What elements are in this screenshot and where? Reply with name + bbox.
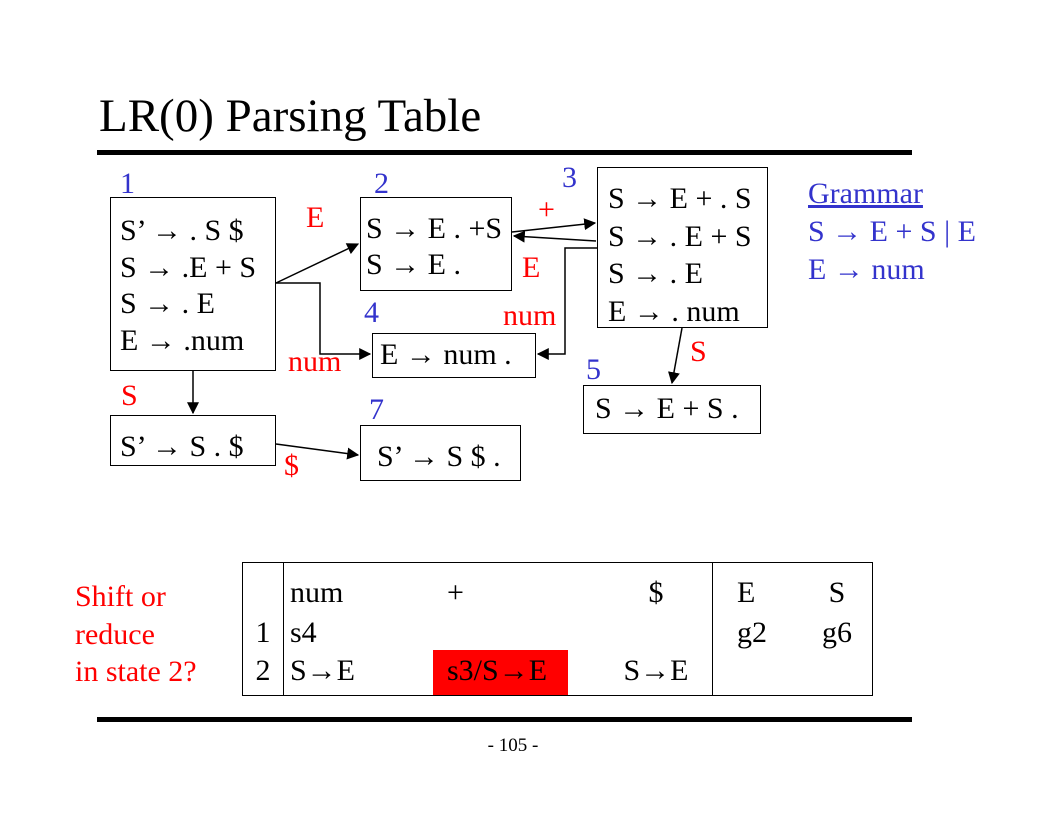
question-line: in state 2? <box>75 655 197 688</box>
parsing-table: num + $ E S 1 s4 g2 g6 2 S→E s3/S→E S→E <box>242 562 873 696</box>
page-number: - 105 - <box>487 735 539 756</box>
grammar-block: Grammar S → E + S | E E → num <box>808 175 976 289</box>
table-header-cell: num <box>290 576 344 609</box>
state-number-7: 7 <box>369 393 384 426</box>
transition-label-3-to-4: num <box>503 299 557 332</box>
conflict-highlight <box>433 650 568 695</box>
transition-arrow-1-to-2 <box>275 243 360 284</box>
table-goto-cell: g2 <box>737 616 767 649</box>
transition-label-6-to-7: $ <box>284 449 299 482</box>
table-goto-cell: g6 <box>822 616 852 649</box>
question-line: reduce <box>75 617 155 651</box>
transition-label-1-to-6: S <box>121 379 138 412</box>
lr-item: S’ → . S $ <box>120 214 244 247</box>
state-box-2: S → E . +S S → E . <box>360 197 512 291</box>
lr-item: S → . E + S <box>608 219 752 253</box>
lr-item: E → . num <box>608 294 740 328</box>
lr-item: S → E . +S <box>366 212 503 245</box>
table-header-cell: + <box>447 576 464 609</box>
lr-item: E → num . <box>380 338 512 371</box>
lr-item: E → .num <box>120 323 245 357</box>
question-text: Shift or reduce in state 2? <box>75 578 197 691</box>
table-action-cell: s4 <box>290 616 317 649</box>
state-box-6: S’ → S . $ <box>110 415 276 466</box>
state-number-3: 3 <box>562 161 577 194</box>
lr-item: S → E + . S <box>608 182 752 215</box>
state-box-7: S’ → S $ . <box>360 425 521 481</box>
lr-item: S’ → S $ . <box>377 440 501 473</box>
transition-arrow-3-to-5 <box>668 327 683 385</box>
lr-item: S → . E <box>608 257 704 290</box>
lr-item: S → E . <box>366 248 462 281</box>
grammar-rule: E → num <box>808 253 925 286</box>
table-state-cell: 2 <box>255 654 271 687</box>
state-box-5: S → E + S . <box>583 385 761 434</box>
state-box-1: S’ → . S $ S → .E + S S → . E E → .num <box>110 197 276 371</box>
lr-item: S → E + S . <box>595 392 739 425</box>
table-divider-state <box>282 563 284 695</box>
footer-divider <box>97 717 912 722</box>
table-header-cell: $ <box>648 576 664 609</box>
slide-title: LR(0) Parsing Table <box>99 90 482 142</box>
state-number-5: 5 <box>586 353 601 386</box>
state-box-4: E → num . <box>372 333 536 378</box>
transition-arrow-3-to-2 <box>512 230 597 243</box>
table-state-cell: 1 <box>255 616 271 649</box>
lr-item: S → . E <box>120 287 216 320</box>
transition-label-1-to-4: num <box>288 345 342 378</box>
grammar-heading: Grammar <box>808 177 923 210</box>
table-header-cell: S <box>828 576 846 609</box>
state-number-2: 2 <box>374 167 389 200</box>
transition-label-2-to-3: + <box>538 193 555 226</box>
lr-item: S → .E + S <box>120 250 257 284</box>
state-number-4: 4 <box>364 296 379 329</box>
grammar-rule: S → E + S | E <box>808 215 976 248</box>
transition-label-3-to-2: E <box>522 251 541 284</box>
table-conflict-cell: s3/S→E <box>447 654 548 687</box>
transition-label-3-to-5: S <box>690 335 707 368</box>
table-divider-goto <box>711 563 713 695</box>
table-action-cell: S→E <box>623 654 689 687</box>
state-box-3: S → E + . S S → . E + S S → . E E → . nu… <box>597 167 768 328</box>
transition-label-1-to-2: E <box>306 201 325 234</box>
lr-item: S’ → S . $ <box>120 430 244 463</box>
question-line: Shift or <box>75 580 166 613</box>
state-number-1: 1 <box>120 167 135 200</box>
table-action-cell: S→E <box>290 654 356 687</box>
table-header-cell: E <box>737 576 756 609</box>
title-divider <box>97 150 912 155</box>
